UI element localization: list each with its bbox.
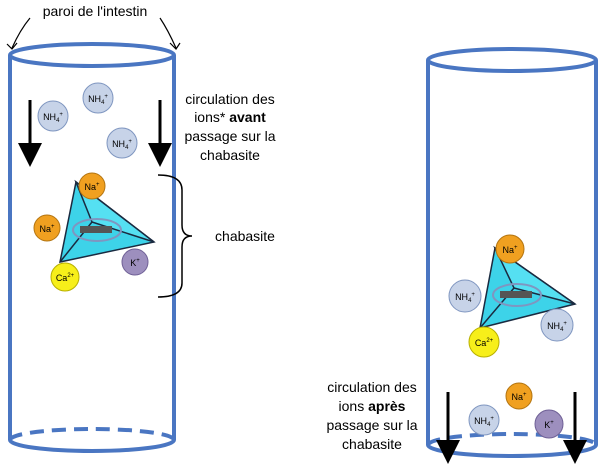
svg-text:ions* avant: ions* avant [194, 109, 266, 125]
tube-after-bottom-front [426, 444, 598, 458]
wall-pointer-right [159, 17, 177, 49]
label-after: circulation des ions après passage sur l… [326, 379, 417, 452]
svg-text:K+: K+ [544, 420, 554, 430]
tube-after-top-rim [426, 47, 598, 73]
svg-text:ions après: ions après [339, 398, 406, 414]
ion-nh4-before-2: NH4+ [82, 82, 114, 114]
svg-text:Na+: Na+ [511, 392, 527, 402]
svg-text:Na+: Na+ [84, 182, 100, 192]
ion-k-after: K+ [534, 409, 564, 439]
negative-charge-after [500, 291, 532, 298]
svg-text:circulation des: circulation des [185, 91, 275, 107]
negative-charge-before [80, 226, 112, 233]
svg-text:NH4+: NH4+ [43, 112, 63, 124]
label-chabasite: chabasite [215, 228, 275, 244]
ion-na-after-1: Na+ [495, 234, 525, 264]
ion-ca-after: Ca2+ [468, 326, 500, 358]
charge-oval-before [72, 218, 122, 242]
svg-text:Na+: Na+ [39, 224, 55, 234]
svg-text:passage sur la: passage sur la [326, 417, 417, 433]
svg-text:chabasite: chabasite [200, 147, 260, 163]
svg-text:NH4+: NH4+ [455, 292, 475, 304]
svg-text:Ca2+: Ca2+ [56, 273, 75, 283]
svg-text:passage sur la: passage sur la [184, 128, 275, 144]
ion-na-after-2: Na+ [505, 382, 533, 410]
chabasite-brace [157, 174, 193, 298]
svg-text:circulation des: circulation des [327, 379, 417, 395]
charge-oval-after [492, 283, 542, 307]
ion-nh4-after-2: NH4+ [540, 308, 574, 342]
svg-text:chabasite: chabasite [342, 436, 402, 452]
svg-text:Ca2+: Ca2+ [475, 338, 494, 348]
ion-nh4-after-3: NH4+ [468, 404, 500, 436]
tube-before [8, 42, 176, 453]
svg-text:NH4+: NH4+ [112, 139, 132, 151]
ion-nh4-before-3: NH4+ [106, 127, 138, 159]
svg-text:Na+: Na+ [502, 245, 518, 255]
svg-text:NH4+: NH4+ [474, 416, 494, 428]
ion-k-before: K+ [121, 248, 149, 276]
label-before: circulation des ions* avant passage sur … [184, 91, 275, 163]
wall-pointer-left [11, 17, 31, 49]
ion-nh4-after-1: NH4+ [448, 279, 482, 313]
tube-after-bottom-back [426, 432, 598, 446]
ion-na-before-1: Na+ [78, 172, 106, 200]
tube-before-bottom-back [8, 427, 176, 441]
svg-text:K+: K+ [130, 258, 140, 268]
intestine-wall-label: paroi de l'intestin [43, 3, 148, 19]
ion-ca-before: Ca2+ [50, 262, 80, 292]
svg-text:NH4+: NH4+ [88, 94, 108, 106]
svg-text:NH4+: NH4+ [547, 321, 567, 333]
tube-before-bottom-front [8, 439, 176, 453]
ion-na-before-2: Na+ [33, 214, 61, 242]
ion-nh4-before-1: NH4+ [37, 100, 69, 132]
tube-before-top-rim [8, 42, 176, 68]
